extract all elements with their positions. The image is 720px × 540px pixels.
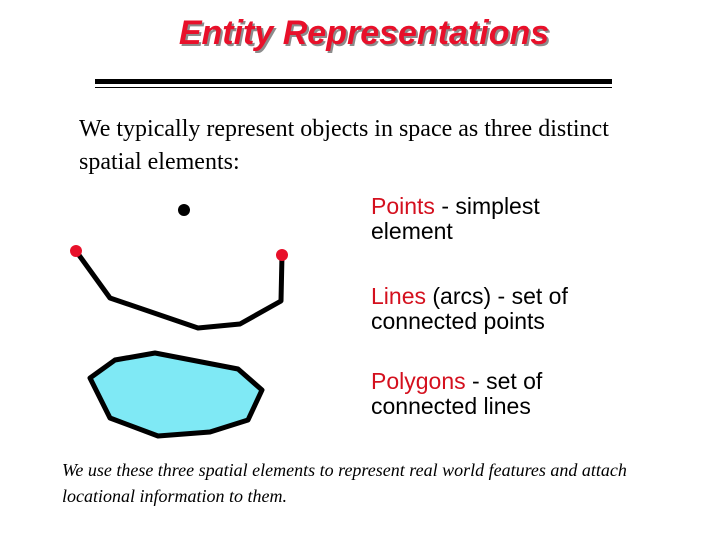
title-underline-thick [95, 79, 612, 84]
item-polygons-text: - set of [465, 368, 543, 394]
footer-note: We use these three spatial elements to r… [62, 460, 627, 506]
slide-title: Entity Representations [178, 14, 550, 52]
polygon-symbol [87, 350, 265, 439]
item-points-text: - simplest [434, 193, 540, 219]
item-points-keyword: Points [371, 193, 435, 219]
item-points: Points - simplest element [371, 194, 671, 244]
line-end-vertex [276, 249, 288, 261]
item-polygons-text-line2: connected lines [371, 393, 531, 419]
line-arc-symbol [73, 249, 285, 331]
item-lines-text-line2: connected points [371, 308, 545, 334]
item-polygons-keyword: Polygons [371, 368, 466, 394]
point-symbol [178, 204, 190, 216]
title-underline-thin [95, 87, 612, 88]
intro-text: We typically represent objects in space … [79, 116, 609, 175]
item-lines-keyword: Lines [371, 283, 426, 309]
item-lines-text: (arcs) - set of [425, 283, 568, 309]
line-start-vertex [70, 245, 82, 257]
item-lines: Lines (arcs) - set of connected points [371, 284, 671, 334]
item-polygons: Polygons - set of connected lines [371, 369, 671, 419]
item-points-text-line2: element [371, 218, 453, 244]
